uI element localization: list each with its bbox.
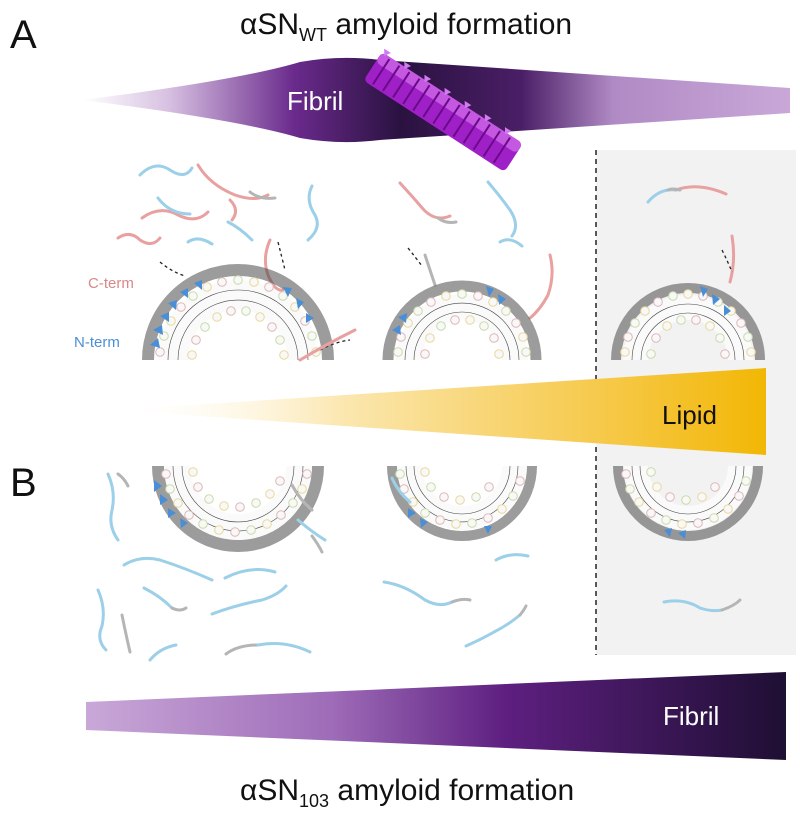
vesicle-b3 (613, 465, 763, 541)
n-term-label: N-term (74, 334, 120, 351)
vesicle-a2 (382, 280, 542, 361)
vesicle-b2 (387, 465, 537, 541)
vesicle-a1 (142, 264, 357, 362)
n-term-helix-left (150, 280, 202, 348)
fibril-3d-icon (365, 48, 521, 171)
panel-a-letter: A (10, 13, 37, 57)
panel-b-letter: B (10, 461, 37, 505)
c-term-label: C-term (88, 275, 134, 292)
panel-a-free-chains-col2 (398, 180, 554, 320)
vesicle-b1 (152, 465, 324, 552)
panel-a-fibril-label: Fibril (287, 86, 343, 116)
panel-b-fibril-label: Fibril (663, 701, 719, 731)
panel-a-free-chains-col3 (646, 185, 736, 284)
lipid-label: Lipid (662, 400, 717, 430)
vesicle-a3 (611, 283, 765, 361)
panel-b-title: αSN103 amyloid formation (240, 774, 574, 811)
lipid-wedge (112, 368, 766, 455)
panel-b-fibril-wedge (86, 672, 786, 760)
panel-a-title: αSNWT amyloid formation (240, 8, 572, 45)
panel-b-free-chains (96, 472, 742, 662)
n-term-helix-right (283, 287, 314, 323)
panel-a-free-chains-col1 (116, 163, 319, 292)
